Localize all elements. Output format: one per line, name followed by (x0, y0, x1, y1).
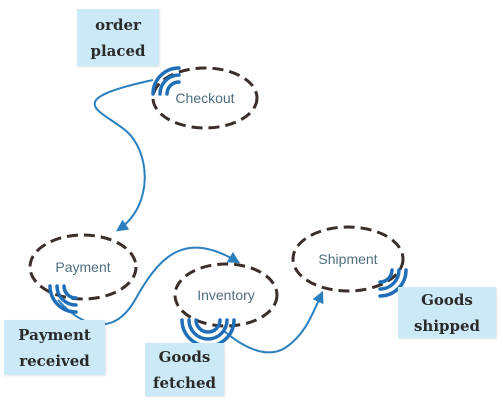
node-inventory-label: Inventory (197, 287, 255, 303)
node-checkout-label: Checkout (175, 90, 234, 106)
flow-checkout-to-payment (93, 79, 154, 232)
event-note-line: shipped (413, 316, 481, 335)
event-note-line: order (95, 15, 141, 34)
signal-icon (48, 284, 78, 314)
event-note-goods-fetched: Goods fetched (145, 343, 224, 396)
event-note-goods-shipped: Goods shipped (398, 287, 496, 338)
node-shipment-label: Shipment (318, 251, 377, 267)
signal-icon (151, 66, 181, 96)
event-note-line: received (19, 351, 90, 370)
node-inventory: Inventory (173, 262, 279, 328)
event-note-order-placed: order placed (77, 9, 159, 66)
event-note-line: fetched (153, 373, 216, 392)
node-shipment: Shipment (291, 225, 405, 293)
event-note-line: Payment (18, 325, 91, 344)
node-payment: Payment (28, 233, 138, 301)
node-payment-label: Payment (55, 259, 110, 275)
event-note-line: placed (90, 41, 146, 60)
flow-inventory-to-shipment (222, 290, 324, 354)
event-note-line: Goods (158, 347, 211, 366)
event-note-payment-received: Payment received (4, 320, 105, 375)
event-note-line: Goods (421, 290, 473, 309)
